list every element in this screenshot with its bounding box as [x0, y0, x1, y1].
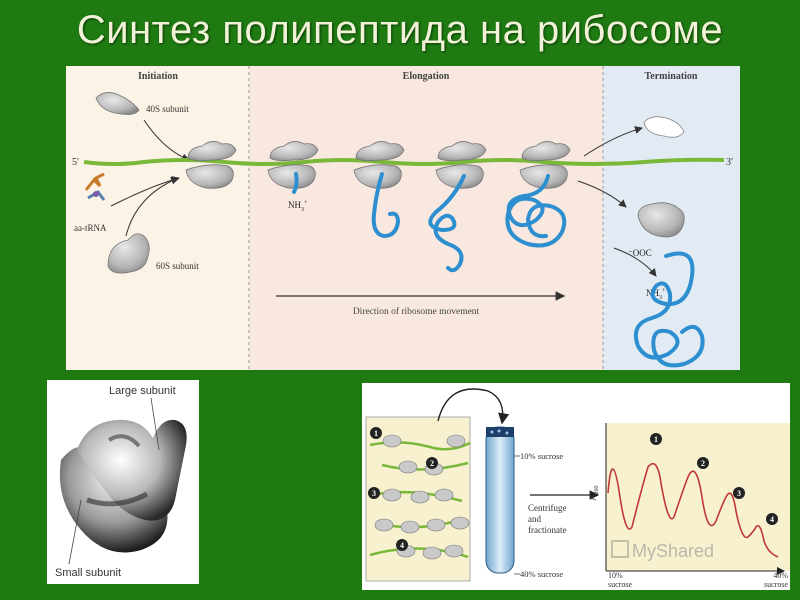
nh3-label-1: NH3+ [288, 200, 308, 213]
ribosome-1 [185, 141, 237, 189]
peptide-chain-3 [428, 174, 466, 273]
peptide-chain-1 [292, 172, 299, 194]
svg-text:MyShared: MyShared [632, 541, 714, 561]
absorbance-plot-area [606, 423, 790, 571]
initiation-panel [66, 66, 249, 370]
five-prime-label: 5′ [72, 157, 79, 168]
svg-text:4: 4 [400, 541, 404, 550]
centrifuge-label-3: fractionate [528, 525, 566, 535]
elongation-panel [249, 66, 603, 370]
x-right-label-1: 40% [773, 571, 788, 580]
ribosome-3 [353, 141, 405, 189]
direction-label: Direction of ribosome movement [353, 306, 480, 317]
label-40s: 40S subunit [146, 104, 189, 114]
large-subunit-blob [77, 419, 187, 521]
svg-text:1: 1 [654, 435, 658, 444]
released-peptide [633, 251, 705, 368]
polysome-markers: 1 2 3 4 [368, 427, 438, 551]
mrna-strand [83, 157, 725, 166]
ribosome-4 [435, 141, 487, 189]
large-subunit-shape [107, 233, 150, 274]
svg-text:1: 1 [374, 429, 378, 438]
tube-top-label: 10% sucrose [520, 451, 563, 461]
stage-termination: Termination [645, 71, 698, 82]
released-small-subunit [643, 116, 685, 138]
released-large-subunit [637, 202, 685, 238]
translation-diagram: Initiation Elongation Termination 40S su… [66, 66, 740, 370]
stage-initiation: Initiation [138, 71, 178, 82]
stage-elongation: Elongation [403, 71, 450, 82]
trna-icon [84, 172, 106, 201]
svg-text:3: 3 [372, 489, 376, 498]
y-axis-label: A260 [588, 486, 600, 502]
peptide-chain-4 [505, 174, 567, 248]
cooh-label: ⁻OOC [628, 248, 652, 258]
x-right-label-2: sucrose [764, 580, 788, 589]
absorbance-curve [607, 462, 779, 558]
polysome-ribosomes [374, 434, 470, 560]
svg-text:3: 3 [737, 489, 741, 498]
svg-text:2: 2 [430, 459, 434, 468]
polysome-panel: 1 2 3 4 10% sucrose 40% sucrose Centrifu… [362, 383, 790, 590]
x-left-label-2: sucrose [608, 580, 632, 589]
svg-text:4: 4 [770, 515, 774, 524]
centrifuge-label-1: Centrifuge [528, 503, 567, 513]
small-subunit-label: Small subunit [55, 567, 121, 579]
centrifuge-label-2: and [528, 514, 541, 524]
watermark-logo: MyShared [611, 540, 714, 561]
svg-text:2: 2 [701, 459, 705, 468]
three-prime-label: 3′ [726, 157, 733, 168]
large-subunit-label: Large subunit [109, 385, 176, 397]
transfer-arrow [437, 388, 510, 425]
ribosome-photo: Large subunit Small subunit [47, 380, 199, 584]
x-left-label-1: 10% [608, 571, 623, 580]
ribosome-5 [519, 141, 571, 189]
small-subunit-shape [95, 92, 140, 115]
ribosome-2 [267, 141, 319, 189]
label-aa-trna: aa-tRNA [74, 223, 107, 233]
page-title: Синтез полипептида на рибосоме [76, 8, 724, 52]
label-60s: 60S subunit [156, 261, 199, 271]
centrifuge-tube [485, 426, 515, 574]
tube-bottom-label: 40% sucrose [520, 569, 563, 579]
peak-labels: 1 2 3 4 [650, 433, 778, 525]
peptide-chain-2 [371, 172, 401, 239]
